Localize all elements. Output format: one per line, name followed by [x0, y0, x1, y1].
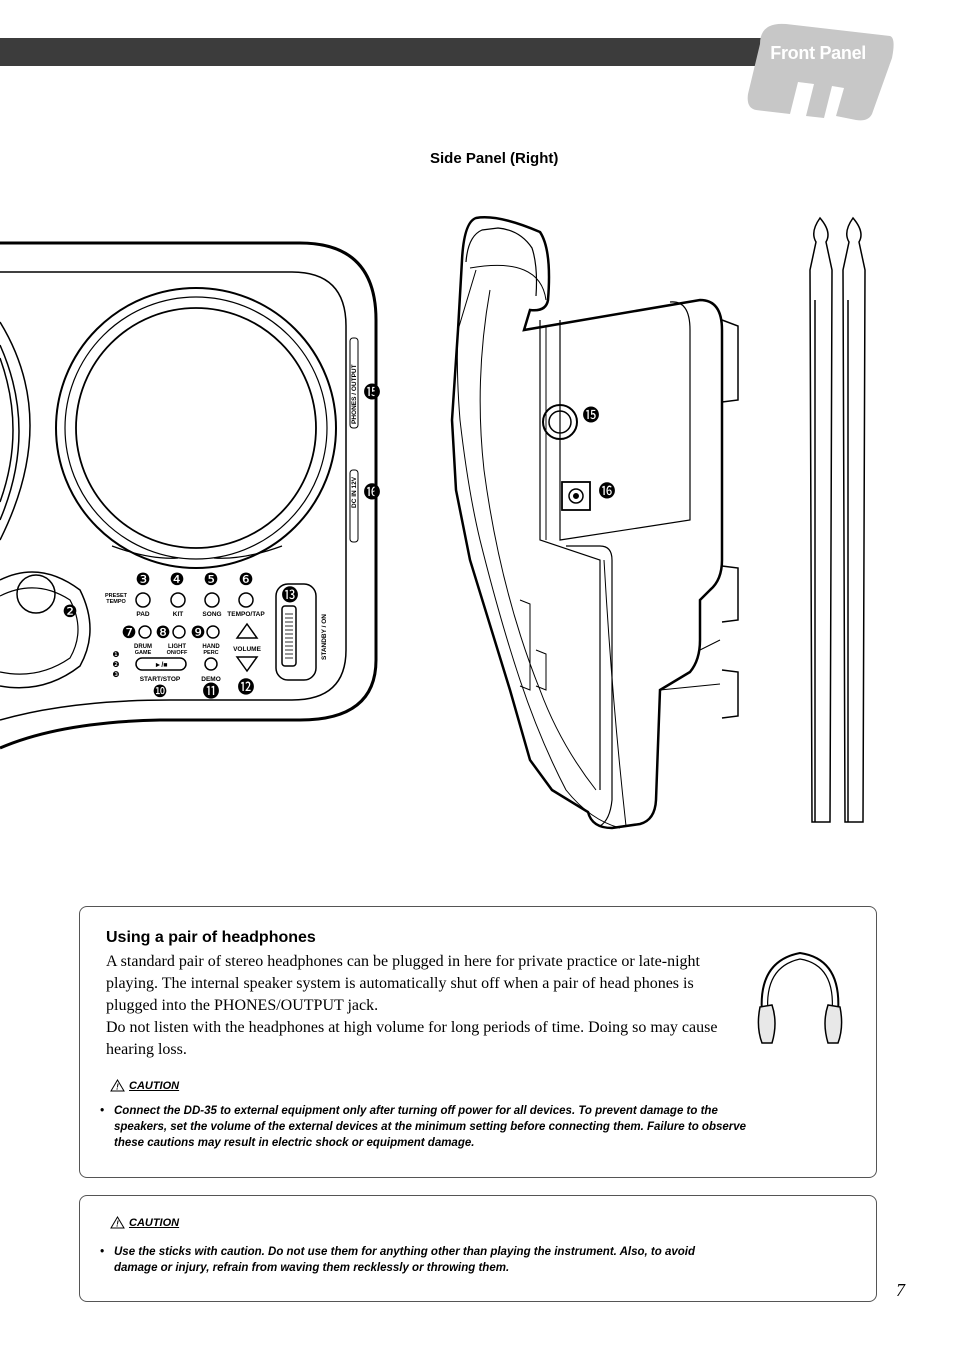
level-3-indicator: ❸ — [112, 670, 119, 679]
song-button — [204, 592, 220, 608]
start-stop-label: START/STOP — [140, 676, 181, 683]
callout-3: ❸ — [135, 570, 150, 589]
callout-10: ❿ — [152, 682, 167, 701]
drum-label: DRUM — [134, 644, 152, 650]
start-stop-button — [135, 657, 187, 671]
dc-in-label: DC IN 12V — [351, 476, 358, 508]
warning-icon: ! — [110, 1216, 125, 1229]
svg-text:!: ! — [116, 1083, 119, 1092]
right-drum-pad — [55, 287, 337, 569]
caution-label-sticks: ! CAUTION — [110, 1216, 179, 1229]
caution-label: ! CAUTION — [110, 1079, 179, 1092]
callout-6: ❻ — [238, 570, 253, 589]
page-number: 7 — [896, 1280, 905, 1300]
demo-button — [204, 657, 218, 671]
play-stop-icon: ►/■ — [154, 662, 167, 669]
front-panel-outline — [0, 241, 378, 750]
headphones-heading: Using a pair of headphones — [106, 929, 316, 946]
headphones-paragraph-1: A standard pair of stereo headphones can… — [106, 953, 700, 1014]
preset-label: PRESET — [105, 593, 128, 599]
callout-9: ❾ — [190, 623, 205, 642]
warning-icon: ! — [110, 1079, 125, 1092]
callout-16-front: ⓰ — [364, 483, 381, 502]
section-emblem-icon — [747, 23, 894, 121]
kit-label: KIT — [173, 611, 184, 618]
caution-text-sticks: • Use the sticks with caution. Do not us… — [100, 1246, 696, 1274]
song-label: SONG — [202, 611, 221, 618]
volume-up-button — [235, 622, 259, 639]
volume-down-button — [235, 656, 259, 673]
standby-switch — [275, 583, 317, 681]
callout-7: ❼ — [121, 623, 136, 642]
callout-12: ⓬ — [238, 678, 255, 697]
callout-13: ⓭ — [282, 586, 299, 605]
headphones-body: A standard pair of stereo headphones can… — [106, 951, 736, 1061]
light-button — [172, 625, 186, 639]
section-title: Front Panel — [770, 43, 866, 63]
hand-label: HAND — [202, 644, 220, 650]
svg-text:!: ! — [116, 1220, 119, 1229]
figure-caption: Side Panel (Right) — [430, 150, 559, 167]
callout-15-side: ⓯ — [583, 406, 600, 425]
callout-4: ❹ — [169, 570, 184, 589]
callout-2: ❷ — [62, 602, 77, 621]
side-view — [450, 216, 739, 830]
level-2-indicator: ❷ — [112, 660, 119, 669]
callout-16-side: ⓰ — [599, 482, 616, 501]
callout-8: ❽ — [155, 623, 170, 642]
tempo-tap-label: TEMPO/TAP — [227, 611, 265, 618]
instrument-diagram: PHONES / OUTPUT DC IN 12V PRESET TEMPO P… — [0, 216, 866, 830]
drum-sticks — [809, 216, 866, 823]
game-label: GAME — [135, 650, 152, 656]
standby-on-label: STANDBY / ON — [321, 614, 328, 660]
phones-output-label: PHONES / OUTPUT — [351, 364, 358, 424]
on-off-label: ON/OFF — [167, 650, 188, 656]
sticks-caution-box: ! CAUTION • Use the sticks with caution.… — [79, 1195, 877, 1302]
drum-game-button — [138, 625, 152, 639]
level-1-indicator: ❶ — [112, 650, 119, 659]
headphones-paragraph-2: Do not listen with the headphones at hig… — [106, 1019, 718, 1058]
callout-15-front: ⓯ — [364, 383, 381, 402]
tempo-label: TEMPO — [106, 599, 126, 605]
demo-label: DEMO — [201, 676, 221, 683]
headphones-icon — [757, 951, 843, 1044]
callout-5: ❺ — [203, 570, 218, 589]
light-label: LIGHT — [168, 644, 186, 650]
headphones-info-box: Using a pair of headphones A standard pa… — [79, 906, 877, 1178]
volume-label: VOLUME — [233, 646, 261, 653]
callout-11: ⓫ — [203, 682, 220, 701]
pad-label: PAD — [136, 611, 150, 618]
perc-label: PERC — [203, 650, 218, 656]
caution-text-equipment: • Connect the DD-35 to external equipmen… — [100, 1105, 747, 1149]
tempo-tap-button — [238, 592, 254, 608]
dial-knob — [0, 571, 91, 689]
button-row-top — [135, 592, 259, 673]
pad-button — [135, 592, 151, 608]
header-bar — [0, 38, 880, 66]
left-drum-pad — [0, 321, 31, 541]
kit-button — [170, 592, 186, 608]
hand-perc-button — [206, 625, 220, 639]
